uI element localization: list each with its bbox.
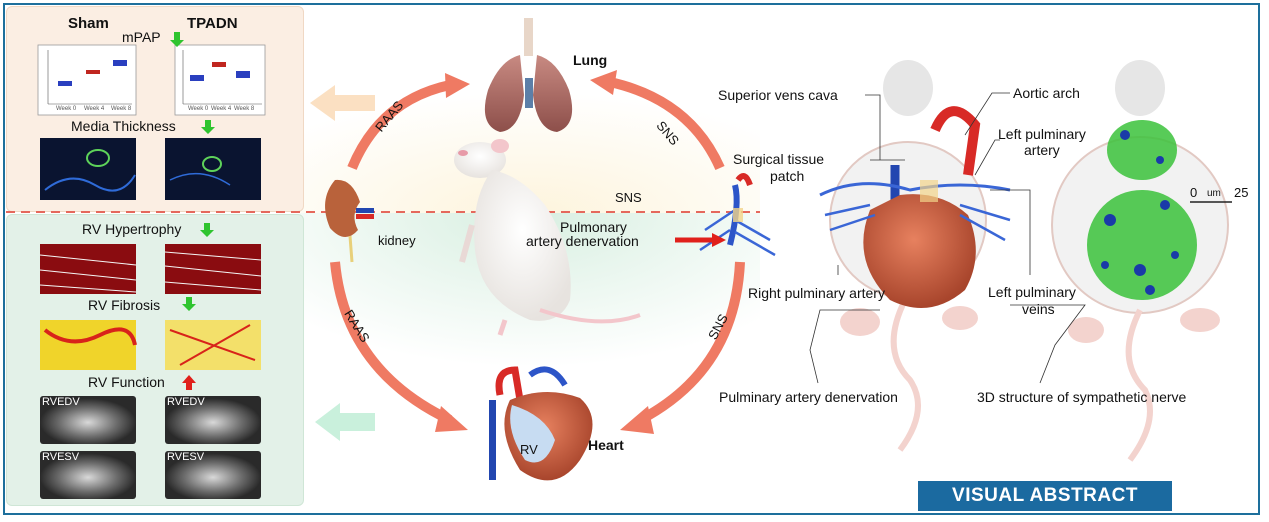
- pad-caption: Pulminary artery denervation: [719, 389, 898, 405]
- sham-rvesv-label: RVESV: [42, 451, 80, 463]
- mpap-down-arrow: [170, 32, 184, 47]
- leader-lines: [809, 92, 1086, 384]
- hypertrophy-down-arrow: [200, 223, 214, 237]
- sham-label: Sham: [68, 15, 109, 32]
- denervation-label-line2: artery denervation: [526, 233, 639, 249]
- anatomical-heart: [819, 106, 1011, 308]
- scale-value-label: 25: [1234, 185, 1249, 200]
- sham-rvesv-image: [40, 451, 136, 499]
- tpadn-week-8: Week 8: [234, 106, 255, 112]
- lung-illustration: [484, 18, 573, 132]
- tpadn-week-0: Week 0: [188, 106, 209, 112]
- scale-zero-label: 0: [1190, 185, 1198, 200]
- sns-up-arc: [608, 77, 725, 171]
- raas-down-arc: [330, 261, 453, 425]
- rat-illustration: [454, 139, 641, 336]
- sns-middle-label: SNS: [615, 190, 642, 205]
- rv-fibrosis-label: RV Fibrosis: [88, 297, 161, 313]
- tpadn-rvesv-image: [165, 451, 261, 499]
- tpadn-boxplot: [174, 44, 266, 116]
- media-down-arrow: [201, 120, 215, 134]
- left-pa-label-line2: artery: [1024, 142, 1060, 158]
- surgical-patch-label-line2: patch: [770, 168, 805, 184]
- tpadn-media-image: [165, 138, 261, 200]
- left-veins-label-line2: veins: [1022, 301, 1055, 317]
- left-veins-label-line1: Left pulminary: [988, 284, 1076, 300]
- mpap-label: mPAP: [122, 29, 161, 45]
- structure-caption: 3D structure of sympathetic nerve: [977, 389, 1187, 405]
- left-pa-label-line1: Left pulminary: [998, 126, 1086, 142]
- denervation-label-line1: Pulmonary: [560, 219, 627, 235]
- raas-up-arc: [347, 80, 452, 170]
- fibrosis-down-arrow: [182, 297, 196, 311]
- rv-function-label: RV Function: [88, 374, 165, 390]
- pale-green-arrow: [315, 403, 375, 441]
- kidney-illustration: [325, 179, 374, 263]
- heart-illustration: [489, 366, 593, 481]
- sham-rvedv-image: [40, 396, 136, 444]
- function-up-arrow: [182, 375, 196, 390]
- pale-orange-arrow: [310, 85, 375, 121]
- surgical-patch-label-line1: Surgical tissue: [733, 151, 825, 167]
- sns-down-arc: [637, 261, 745, 425]
- media-thickness-label: Media Thickness: [71, 118, 176, 134]
- aortic-arch-label: Aortic arch: [1013, 85, 1080, 101]
- sham-week-0: Week 0: [56, 106, 77, 112]
- pulmonary-artery-inset: [699, 173, 776, 257]
- sham-boxplot: [37, 44, 137, 116]
- tpadn-rvedv-image: [165, 396, 261, 444]
- nerve-structure-3d: [1087, 120, 1197, 300]
- visual-abstract-banner: VISUAL ABSTRACT: [918, 481, 1172, 511]
- tpadn-rvesv-label: RVESV: [167, 451, 205, 463]
- rv-hypertrophy-label: RV Hypertrophy: [82, 221, 182, 237]
- kidney-label: kidney: [378, 233, 416, 248]
- heart-label: Heart: [588, 437, 624, 453]
- sham-week-8: Week 8: [111, 106, 132, 112]
- tpadn-week-4: Week 4: [211, 106, 232, 112]
- outer-frame: [3, 3, 1260, 515]
- tpadn-label: TPADN: [187, 15, 238, 32]
- lung-label: Lung: [573, 52, 608, 68]
- sham-week-4: Week 4: [84, 106, 105, 112]
- sham-rvedv-label: RVEDV: [42, 396, 80, 408]
- scale-unit-label: um: [1207, 188, 1221, 199]
- tpadn-rvedv-label: RVEDV: [167, 396, 205, 408]
- superior-vena-cava-label: Superior vens cava: [718, 87, 838, 103]
- right-pa-label: Right pulminary artery: [748, 285, 885, 301]
- rv-label: RV: [520, 442, 538, 457]
